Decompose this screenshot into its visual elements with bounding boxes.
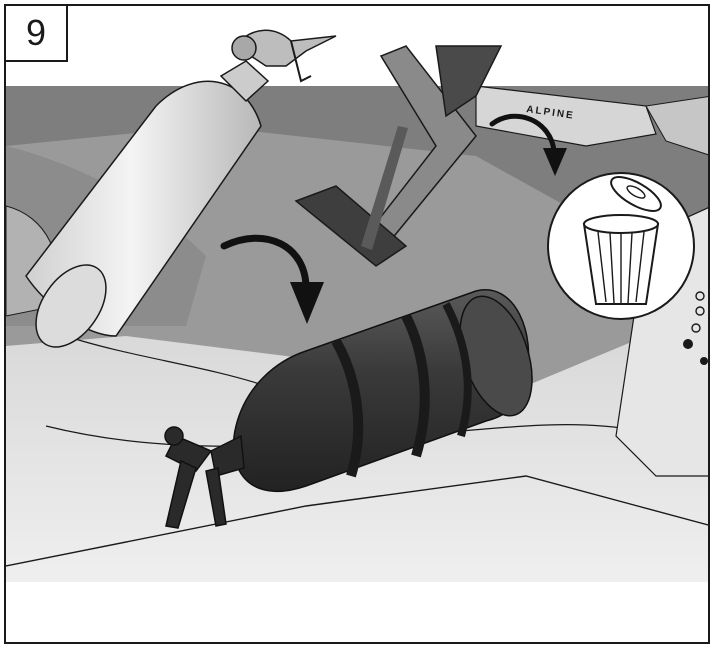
curved-arrow-right-icon xyxy=(489,113,567,176)
step-number: 9 xyxy=(6,6,68,62)
fire-extinguisher-icon xyxy=(25,29,337,348)
curved-arrow-down-icon xyxy=(220,234,324,324)
instruction-panel: ALPINE xyxy=(4,4,710,644)
installation-illustration: ALPINE xyxy=(6,6,708,582)
trash-can-icon xyxy=(547,172,695,320)
fire-extinguisher-mounted-icon xyxy=(164,289,533,529)
mounting-bracket-icon xyxy=(294,45,503,267)
